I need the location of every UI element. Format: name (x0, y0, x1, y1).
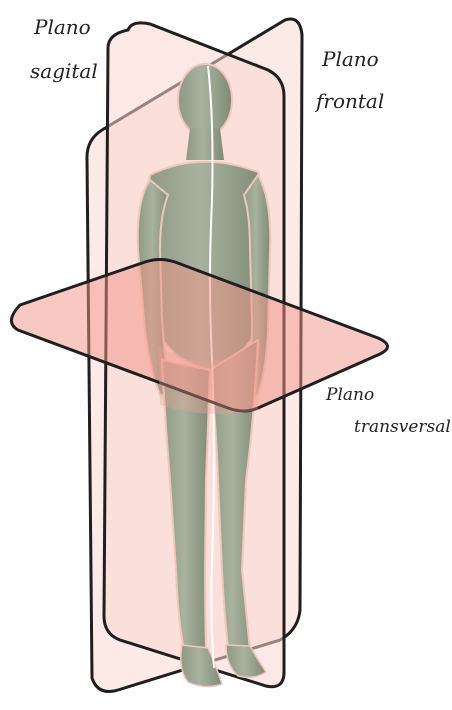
neck (186, 128, 224, 160)
sagittal-label-line2: sagital (30, 59, 98, 83)
transverse-label-line1: Plano (325, 385, 374, 405)
transverse-label: Plano transversal (325, 385, 451, 437)
head (178, 64, 232, 136)
sagittal-label-line1: Plano (33, 15, 91, 39)
frontal-label-line1: Plano (321, 47, 379, 71)
sagittal-label: Plano sagital (30, 15, 98, 83)
transverse-label-line2: transversal (354, 417, 451, 437)
frontal-label-line2: frontal (314, 89, 384, 113)
frontal-label: Plano frontal (314, 47, 385, 113)
